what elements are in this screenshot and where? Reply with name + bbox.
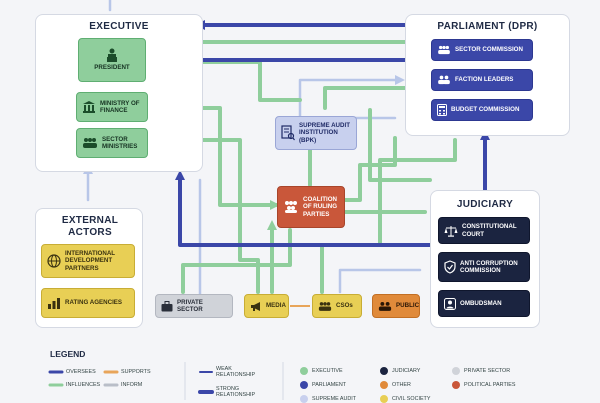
arrowhead bbox=[175, 170, 185, 180]
arrowhead bbox=[395, 75, 405, 85]
development-partners-node[interactable]: INTERNATIONAL DEVELOPMENT PARTNERS bbox=[41, 244, 135, 278]
judiciary-title: JUDICIARY bbox=[456, 199, 514, 210]
ombudsman-label: OMBUDSMAN bbox=[460, 299, 502, 307]
coalition-node[interactable]: COALITION OF RULING PARTIES bbox=[277, 186, 345, 228]
wire-oversee bbox=[178, 178, 432, 247]
scales-icon bbox=[444, 225, 458, 237]
community-icon bbox=[318, 301, 332, 312]
globe-icon bbox=[47, 254, 61, 268]
legend-cat-audit: SUPREME AUDIT bbox=[300, 395, 356, 403]
faction-leaders-label: FACTION LEADERS bbox=[455, 76, 514, 84]
legend-cat-parliament: PARLIAMENT bbox=[300, 381, 346, 389]
media-label: MEDIA bbox=[266, 302, 286, 310]
ombudsman-node[interactable]: OMBUDSMAN bbox=[438, 290, 530, 317]
rating-agencies-label: RATING AGENCIES bbox=[65, 299, 123, 307]
wire-inform bbox=[298, 78, 397, 120]
ministry-finance-label: MINISTRY OF FINANCE bbox=[100, 99, 140, 114]
legend-influences: INFLUENCES bbox=[66, 382, 101, 388]
sector-ministries-node[interactable]: SECTOR MINISTRIES bbox=[76, 128, 148, 158]
sector-commission-node[interactable]: SECTOR COMMISSION bbox=[431, 39, 533, 61]
faction-leaders-node[interactable]: FACTION LEADERS bbox=[431, 69, 533, 91]
megaphone-icon bbox=[250, 301, 262, 312]
budget-commission-label: BUDGET COMMISSION bbox=[451, 106, 520, 114]
public-group-icon bbox=[378, 301, 392, 312]
shield-check-icon bbox=[444, 260, 456, 274]
media-node[interactable]: MEDIA bbox=[244, 294, 289, 318]
csos-node[interactable]: CSOs bbox=[312, 294, 362, 318]
arrowhead bbox=[267, 220, 277, 230]
rating-agencies-node[interactable]: RATING AGENCIES bbox=[41, 288, 135, 318]
legend-cat-judiciary: JUDICIARY bbox=[380, 367, 420, 375]
president-podium-icon bbox=[104, 48, 120, 63]
legend-supports: SUPPORTS bbox=[121, 369, 151, 375]
legend-inform: INFORM bbox=[121, 382, 143, 388]
legend-title: LEGEND bbox=[50, 349, 86, 359]
wire-inform bbox=[338, 268, 422, 294]
legend-cat-political: POLITICAL PARTIES bbox=[452, 381, 515, 389]
wire-influence bbox=[320, 138, 457, 294]
party-group-icon bbox=[283, 200, 299, 214]
bank-icon bbox=[82, 100, 96, 114]
budget-commission-node[interactable]: BUDGET COMMISSION bbox=[431, 99, 533, 121]
parliament-title: PARLIAMENT (DPR) bbox=[437, 21, 538, 32]
people-icon bbox=[437, 75, 451, 85]
anticorruption-node[interactable]: ANTI CORRUPTION COMMISSION bbox=[438, 252, 530, 282]
bar-chart-icon bbox=[47, 296, 61, 310]
wire-influence bbox=[181, 228, 292, 294]
president-label: PRESIDENT bbox=[94, 64, 130, 72]
wire-influence bbox=[148, 138, 260, 294]
person-icon bbox=[444, 297, 456, 310]
wire-influence bbox=[368, 108, 432, 182]
legend-cat-civil: CIVIL SOCIETY bbox=[380, 395, 430, 403]
csos-label: CSOs bbox=[336, 302, 353, 310]
ministry-finance-node[interactable]: MINISTRY OF FINANCE bbox=[76, 92, 148, 122]
wire-influence bbox=[323, 86, 407, 110]
audit-document-icon bbox=[281, 125, 295, 141]
private-sector-node[interactable]: PRIVATE SECTOR bbox=[155, 294, 233, 318]
public-node[interactable]: PUBLIC bbox=[372, 294, 420, 318]
development-partners-label: INTERNATIONAL DEVELOPMENT PARTNERS bbox=[65, 249, 115, 272]
sector-commission-label: SECTOR COMMISSION bbox=[455, 46, 523, 54]
president-node[interactable]: PRESIDENT bbox=[78, 38, 146, 82]
legend-cat-private: PRIVATE SECTOR bbox=[452, 367, 510, 375]
group-icon bbox=[82, 137, 98, 149]
briefcase-icon bbox=[161, 300, 173, 312]
executive-title: EXECUTIVE bbox=[89, 21, 149, 32]
anticorruption-label: ANTI CORRUPTION COMMISSION bbox=[460, 259, 518, 274]
legend-cat-other: OTHER bbox=[380, 381, 411, 389]
external-actors-title: EXTERNAL ACTORS bbox=[61, 215, 119, 238]
legend-oversees: OVERSEES bbox=[66, 369, 96, 375]
wire-influence bbox=[343, 136, 397, 202]
private-sector-label: PRIVATE SECTOR bbox=[177, 298, 203, 313]
bpk-label: SUPREME AUDIT INSTITUTION (BPK) bbox=[299, 121, 350, 144]
legend-strong: STRONG RELATIONSHIP bbox=[216, 386, 256, 399]
group-icon bbox=[437, 45, 451, 55]
wire-inform bbox=[350, 116, 397, 150]
legend-weak: WEAK RELATIONSHIP bbox=[216, 366, 256, 379]
sector-ministries-label: SECTOR MINISTRIES bbox=[102, 135, 138, 150]
calculator-icon bbox=[437, 104, 447, 116]
public-label: PUBLIC bbox=[396, 302, 420, 310]
coalition-label: COALITION OF RULING PARTIES bbox=[303, 195, 338, 218]
bpk-node[interactable]: SUPREME AUDIT INSTITUTION (BPK) bbox=[275, 116, 357, 150]
legend-cat-executive: EXECUTIVE bbox=[300, 367, 343, 375]
constitutional-court-label: CONSTITUTIONAL COURT bbox=[462, 223, 517, 238]
arrowhead bbox=[270, 200, 280, 210]
constitutional-court-node[interactable]: CONSTITUTIONAL COURT bbox=[438, 217, 530, 244]
